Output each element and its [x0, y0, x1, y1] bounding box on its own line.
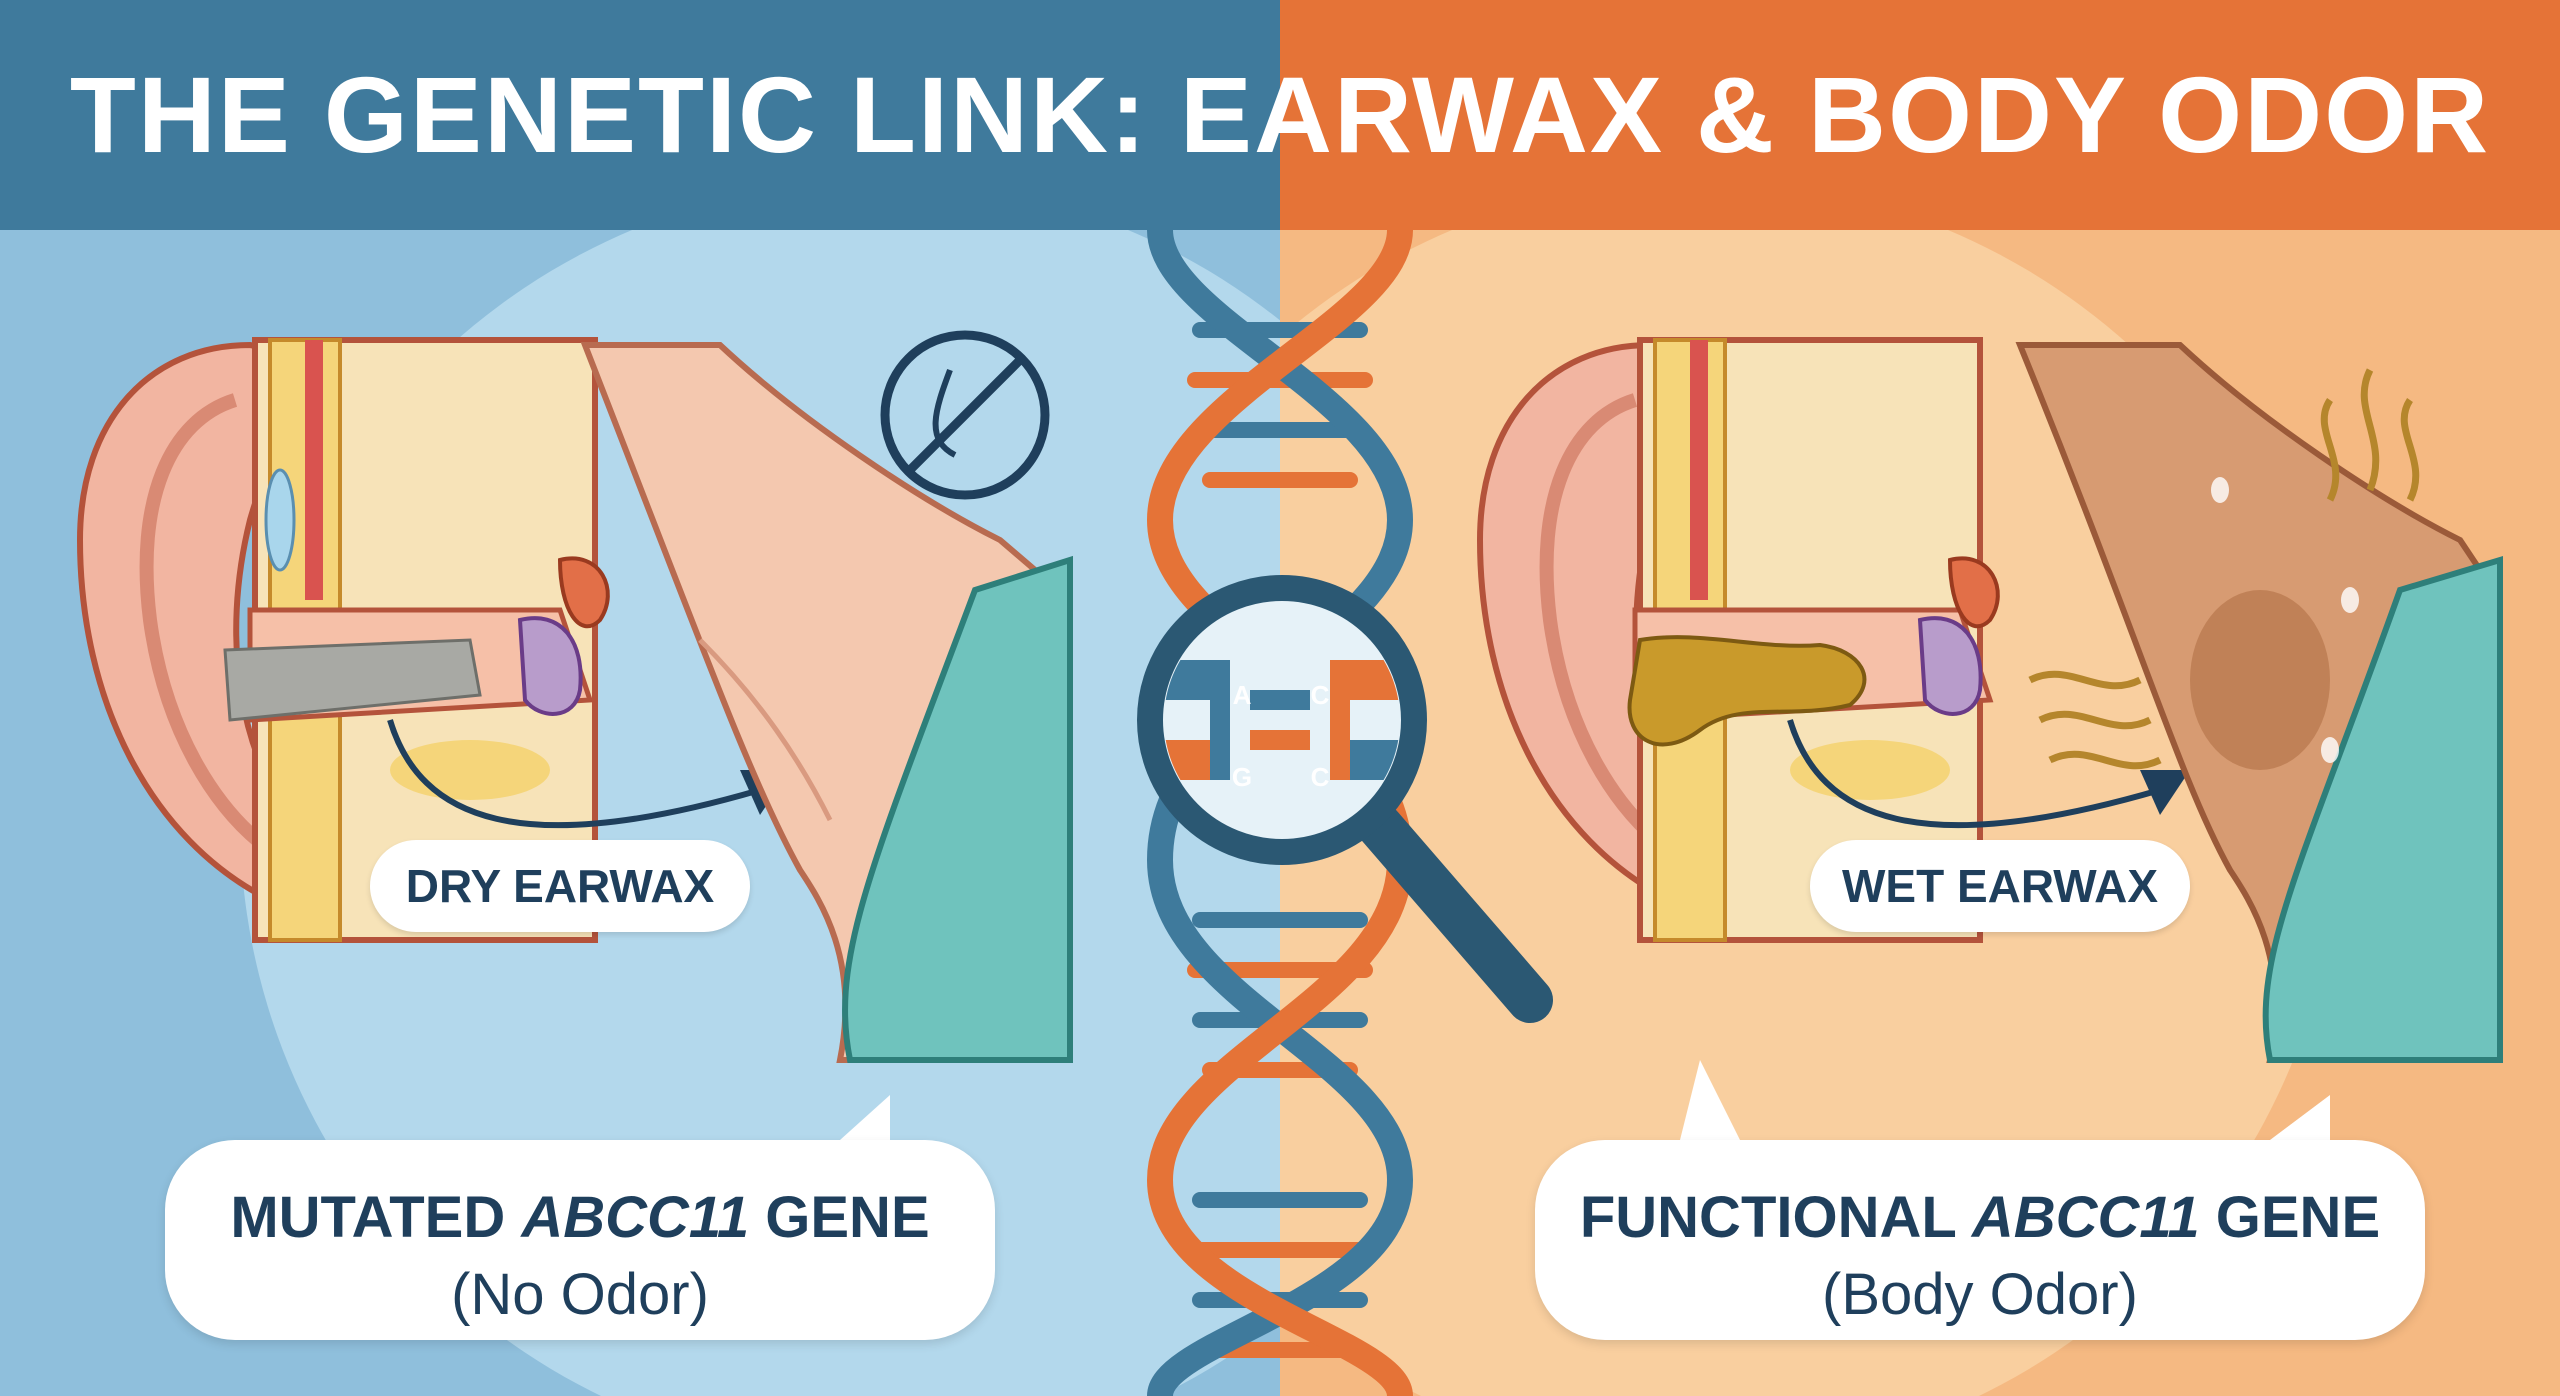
odor-waves-icon — [2028, 368, 2420, 770]
armpit-dry-icon — [580, 342, 1073, 1063]
left-gene-bubble: MUTATED ABCC11 GENE (No Odor) — [165, 1140, 995, 1340]
right-gene-bubble: FUNCTIONAL ABCC11 GENE (Body Odor) — [1535, 1140, 2425, 1340]
base-g: G — [1231, 762, 1253, 792]
right-bubble-tail-1 — [1680, 1060, 1740, 1140]
left-gene-name: ABCC11 — [521, 1185, 750, 1250]
no-smell-icon — [880, 330, 1050, 500]
header-bar: THE GENETIC LINK: EARWAX & BODY ODOR — [0, 0, 2560, 230]
left-gene-line: MUTATED ABCC11 GENE — [165, 1184, 995, 1251]
magnifier-icon — [1137, 575, 1553, 1023]
dry-earwax-label: DRY EARWAX — [370, 840, 750, 932]
header-right — [1280, 0, 2560, 230]
base-c-top: C — [1310, 680, 1330, 710]
left-gene-suffix: GENE — [749, 1185, 930, 1250]
wet-arrow-head — [2140, 770, 2190, 815]
wet-earwax-label: WET EARWAX — [1810, 840, 2190, 932]
page-title: THE GENETIC LINK: EARWAX & BODY ODOR — [69, 54, 2491, 175]
base-c-bottom: C — [1310, 762, 1330, 792]
base-a: A — [1232, 680, 1252, 710]
right-effect: (Body Odor) — [1822, 1262, 2138, 1327]
left-effect: (No Odor) — [451, 1262, 709, 1327]
left-gene-prefix: MUTATED — [230, 1185, 522, 1250]
right-gene-line: FUNCTIONAL ABCC11 GENE — [1535, 1184, 2425, 1251]
right-gene-prefix: FUNCTIONAL — [1579, 1185, 1972, 1250]
header-left — [0, 0, 1280, 230]
armpit-wet-icon — [2015, 342, 2503, 1063]
ear-wet-icon — [1476, 337, 2000, 943]
ear-dry-icon — [76, 337, 610, 943]
right-gene-suffix: GENE — [2199, 1185, 2381, 1250]
right-gene-name: ABCC11 — [1971, 1185, 2200, 1250]
